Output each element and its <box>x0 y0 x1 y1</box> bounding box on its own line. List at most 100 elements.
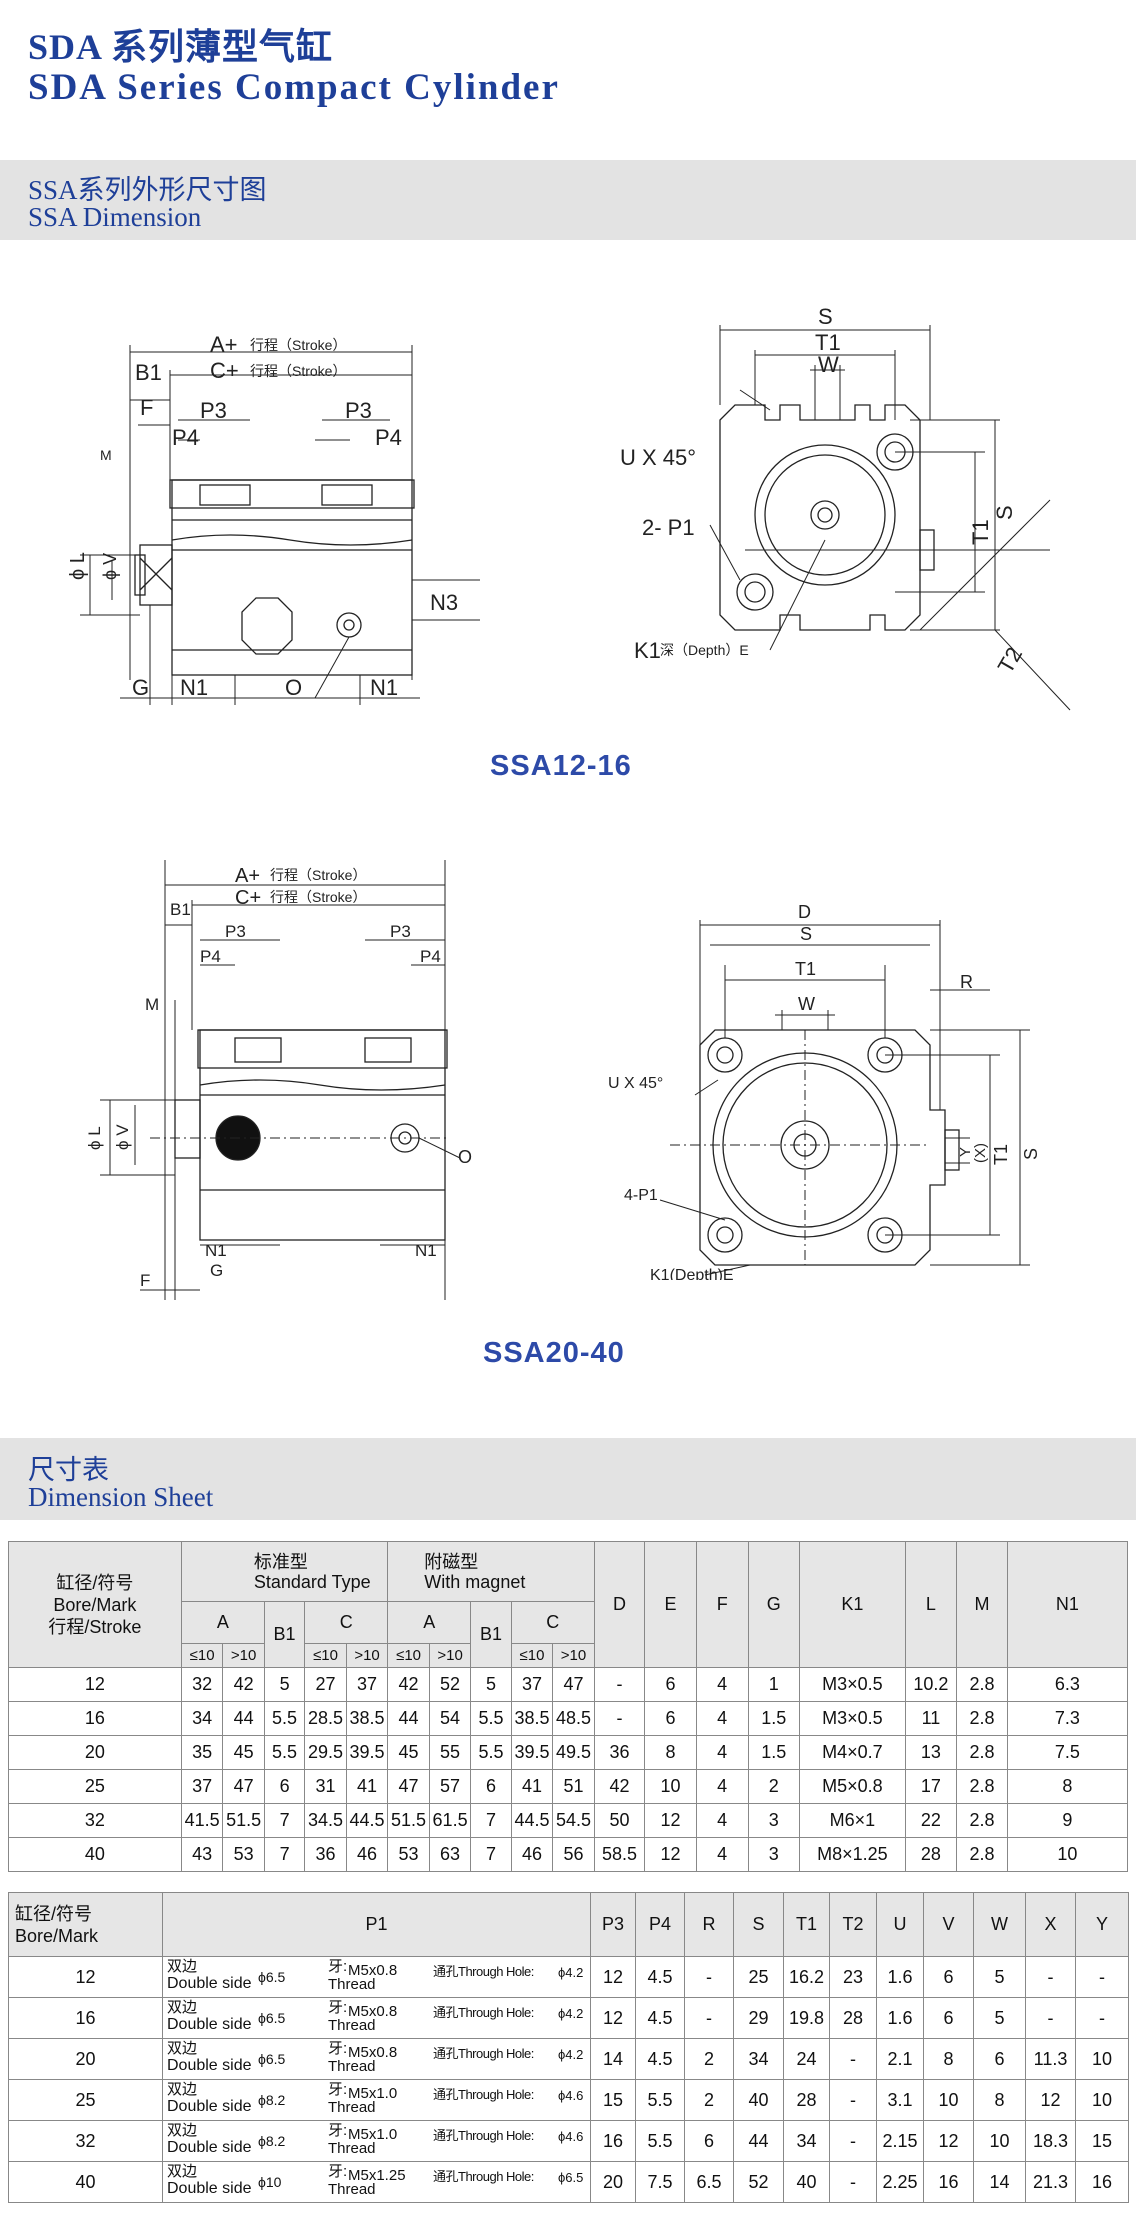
col-s: S <box>733 1892 784 1957</box>
p1-thread-en: Thread <box>328 2058 376 2075</box>
table-cell: 34.5 <box>304 1803 347 1838</box>
mag-c-gt10: >10 <box>552 1643 595 1668</box>
table-cell: 6 <box>923 1956 974 1998</box>
table-cell: - <box>829 2120 877 2162</box>
p1-hole: ϕ4.6 <box>558 2129 584 2144</box>
table-cell: 4 <box>695 1769 749 1804</box>
p1-double-cn: 双边 <box>167 2163 198 2180</box>
table-cell: 7.5 <box>1006 1735 1129 1770</box>
table-cell: 16 <box>1075 2161 1129 2203</box>
col-l: L <box>904 1541 958 1668</box>
label-t1: T1 <box>795 959 816 979</box>
table-cell: 6 <box>644 1667 697 1702</box>
table-cell: 51.5 <box>222 1803 265 1838</box>
col-mag-c: C <box>510 1601 595 1644</box>
label-a-plus: A+ <box>235 865 260 887</box>
table-cell: 12 <box>644 1837 697 1872</box>
table-cell: 50 <box>593 1803 646 1838</box>
table-cell: 10.2 <box>904 1667 958 1702</box>
table-cell: 6 <box>470 1769 512 1804</box>
table-cell: - <box>1025 1956 1076 1998</box>
p1-thread: M5x0.8 <box>348 1962 398 1979</box>
table-cell: 4 <box>695 1837 749 1872</box>
table-cell: 52 <box>733 2161 784 2203</box>
table-cell: 47 <box>552 1667 595 1702</box>
p1-double-en: Double side <box>167 1975 252 1992</box>
table-cell: 2.8 <box>956 1701 1008 1736</box>
label-a-plus: A+ <box>210 332 238 357</box>
table-cell: 39.5 <box>510 1735 554 1770</box>
table-cell: 5 <box>973 1956 1026 1998</box>
table-cell: 2 <box>684 2038 734 2080</box>
mag-c-le10: ≤10 <box>510 1643 554 1668</box>
col-mag-a: A <box>387 1601 472 1644</box>
table-cell: 10 <box>1075 2079 1129 2121</box>
table-cell: 57 <box>428 1769 472 1804</box>
table-cell: 45 <box>222 1735 265 1770</box>
drawing-ssa12-16-side-view: A+ 行程（Stroke） C+ 行程（Stroke） B1 F P3 P3 P… <box>67 332 480 705</box>
page-title-cn: SDA 系列薄型气缸 <box>28 27 334 67</box>
table-cell: 10 <box>644 1769 697 1804</box>
table-cell: 46 <box>345 1837 389 1872</box>
p1-thread-en: Thread <box>328 2017 376 2034</box>
table-cell: M5×0.8 <box>799 1769 906 1804</box>
p1-double-en: Double side <box>167 2016 252 2033</box>
table-cell: 8 <box>923 2038 974 2080</box>
table-cell: 32 <box>8 1803 182 1838</box>
table-cell: 29.5 <box>304 1735 347 1770</box>
p1-phi: ϕ10 <box>258 2174 282 2190</box>
p1-hole: ϕ4.2 <box>558 2006 584 2021</box>
table-cell: 23 <box>829 1956 877 1998</box>
table-cell: 15 <box>1075 2120 1129 2162</box>
table-cell: 25 <box>733 1956 784 1998</box>
table-cell: 4 <box>695 1667 749 1702</box>
bore-cell: 16 <box>8 1997 163 2039</box>
table-cell: 6 <box>644 1701 697 1736</box>
table-cell: 38.5 <box>510 1701 554 1736</box>
label-g: G <box>132 675 149 700</box>
table-cell: - <box>593 1667 646 1702</box>
table-cell: 2 <box>684 2079 734 2121</box>
table-cell: 5.5 <box>470 1701 512 1736</box>
col-g: G <box>747 1541 801 1668</box>
p1-hole: ϕ6.5 <box>558 2170 584 2185</box>
table-cell: 5.5 <box>470 1735 512 1770</box>
label-ux45: U X 45° <box>620 445 696 470</box>
label-n1-left: N1 <box>205 1241 227 1260</box>
label-x: (X) <box>972 1143 989 1163</box>
table-cell: 10 <box>1075 2038 1129 2080</box>
label-t1-vertical: T1 <box>968 519 993 545</box>
p1-phi: ϕ6.5 <box>258 1969 286 1985</box>
p1-through-hole: 通孔Through Hole: <box>433 1964 534 1979</box>
label-phi-l: ϕ L <box>67 552 89 580</box>
table-cell: 5.5 <box>635 2079 685 2121</box>
table-cell: 4 <box>695 1735 749 1770</box>
table-cell: 34 <box>733 2038 784 2080</box>
section-band-dimension: SSA系列外形尺寸图 SSA Dimension <box>0 160 1136 240</box>
label-t1-vertical: T1 <box>991 1144 1011 1165</box>
table-cell: 51.5 <box>387 1803 430 1838</box>
table-cell: 4 <box>695 1701 749 1736</box>
p1-thread: M5x0.8 <box>348 2003 398 2020</box>
p1-thread: M5x1.25 <box>348 2167 406 2184</box>
table-cell: 41 <box>510 1769 554 1804</box>
p1-double-cn: 双边 <box>167 2122 198 2139</box>
bore-header-2-en: Bore/Mark <box>15 1925 99 1946</box>
table-cell: 1.5 <box>747 1735 801 1770</box>
table-cell: 7 <box>263 1803 306 1838</box>
label-c-plus: C+ <box>235 887 261 909</box>
page-title-en: SDA Series Compact Cylinder <box>28 67 560 108</box>
table-cell: 37 <box>345 1667 389 1702</box>
label-m: M <box>145 995 159 1014</box>
table-cell: 28 <box>829 1997 877 2039</box>
p1-phi: ϕ6.5 <box>258 2051 286 2067</box>
p1-double-en: Double side <box>167 2139 252 2156</box>
label-d: D <box>798 902 811 922</box>
label-b1: B1 <box>135 360 162 385</box>
bore-cell: 40 <box>8 2161 163 2203</box>
table-cell: 19.8 <box>783 1997 830 2039</box>
table-cell: 5 <box>263 1667 306 1702</box>
